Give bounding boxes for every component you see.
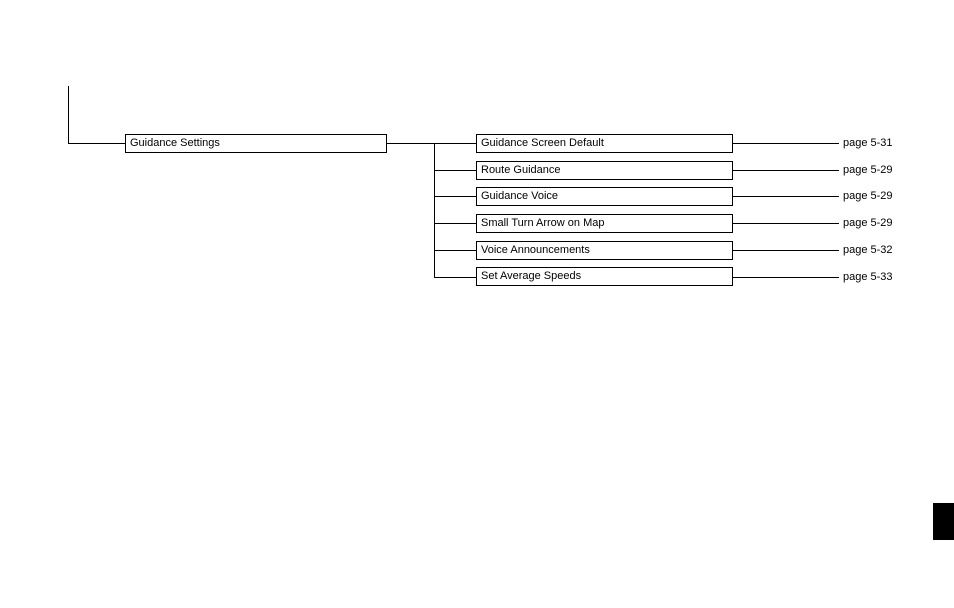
page-ref-guidance-voice: page 5-29: [843, 190, 893, 202]
branch-stub-line: [434, 170, 476, 171]
guidance-settings-label: Guidance Settings: [130, 137, 220, 149]
branch-stub-line: [434, 250, 476, 251]
page-leader-line: [733, 196, 839, 197]
branch-stub-line: [434, 143, 476, 144]
route-guidance-label: Route Guidance: [481, 164, 561, 176]
guidance-screen-default-box: Guidance Screen Default: [476, 134, 733, 153]
guidance-settings-box: Guidance Settings: [125, 134, 387, 153]
page-leader-line: [733, 277, 839, 278]
page-leader-line: [733, 250, 839, 251]
voice-announcements-label: Voice Announcements: [481, 244, 590, 256]
guidance-screen-default-label: Guidance Screen Default: [481, 137, 604, 149]
page-ref-set-average-speeds: page 5-33: [843, 271, 893, 283]
root-to-parent-line: [68, 143, 125, 144]
branch-trunk-line: [434, 143, 435, 277]
small-turn-arrow-label: Small Turn Arrow on Map: [481, 217, 605, 229]
page-leader-line: [733, 143, 839, 144]
page-leader-line: [733, 223, 839, 224]
guidance-voice-label: Guidance Voice: [481, 190, 559, 202]
set-average-speeds-label: Set Average Speeds: [481, 270, 582, 282]
page-ref-small-turn-arrow: page 5-29: [843, 217, 893, 229]
root-vertical-line: [68, 86, 69, 144]
branch-stub-line: [434, 223, 476, 224]
branch-stub-line: [434, 277, 476, 278]
route-guidance-box: Route Guidance: [476, 161, 733, 180]
page-ref-route-guidance: page 5-29: [843, 164, 893, 176]
section-tab-marker: [933, 503, 954, 540]
voice-announcements-box: Voice Announcements: [476, 241, 733, 260]
small-turn-arrow-box: Small Turn Arrow on Map: [476, 214, 733, 233]
page-leader-line: [733, 170, 839, 171]
page-ref-guidance-screen-default: page 5-31: [843, 137, 893, 149]
set-average-speeds-box: Set Average Speeds: [476, 267, 733, 286]
parent-to-branch-line: [387, 143, 476, 144]
page-ref-voice-announcements: page 5-32: [843, 244, 893, 256]
guidance-voice-box: Guidance Voice: [476, 187, 733, 206]
branch-stub-line: [434, 196, 476, 197]
